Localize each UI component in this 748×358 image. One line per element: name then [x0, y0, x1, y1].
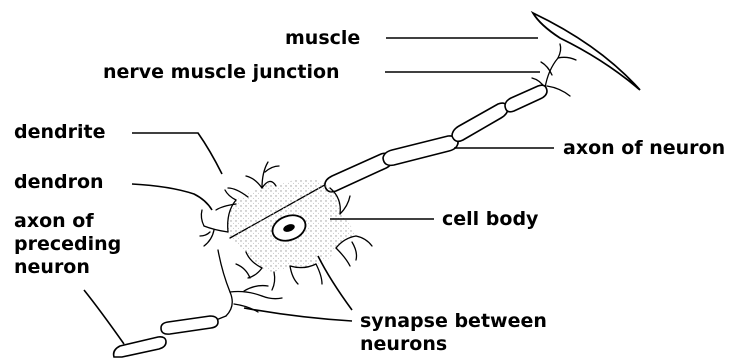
label-axon-of-neuron: axon of neuron [563, 137, 725, 159]
muscle-fiber-shape [533, 13, 640, 90]
label-dendrite: dendrite [14, 121, 105, 143]
label-cell-body: cell body [442, 208, 538, 230]
label-muscle: muscle [285, 27, 360, 49]
label-nerve-muscle-junction: nerve muscle junction [103, 61, 340, 83]
label-dendron: dendron [14, 171, 104, 193]
label-axon-of-preceding-neuron-line1: axon of [14, 210, 94, 232]
label-axon-of-preceding-neuron-line2: preceding [14, 233, 121, 255]
label-axon-of-preceding-neuron-line3: neuron [14, 256, 90, 278]
label-synapse-between-neurons-line1: synapse between [360, 310, 547, 332]
axon-of-preceding-neuron [114, 250, 282, 357]
label-synapse-between-neurons-line2: neurons [360, 333, 447, 355]
